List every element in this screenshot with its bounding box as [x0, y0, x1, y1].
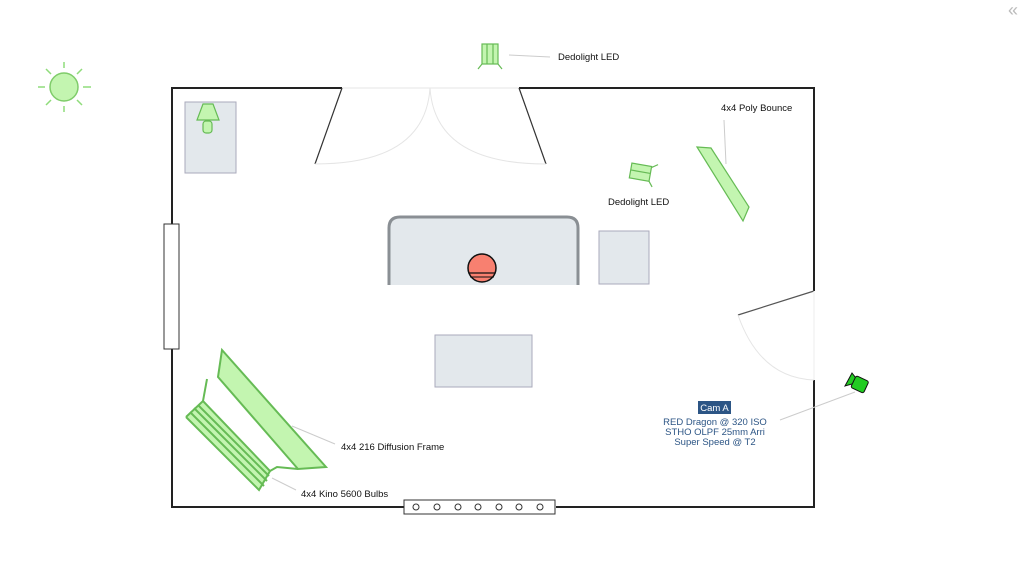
- end-table: [598, 230, 650, 285]
- window-bottom: [403, 499, 556, 515]
- camera-name: Cam A: [700, 403, 729, 414]
- kino-label: 4x4 Kino 5600 Bulbs: [301, 489, 388, 500]
- subject-icon: [467, 253, 497, 283]
- dedolight-icon: [477, 43, 503, 70]
- double-door: [314, 87, 547, 165]
- diffusion-label: 4x4 216 Diffusion Frame: [341, 442, 444, 453]
- camera-line-1: RED Dragon @ 320 ISO: [663, 417, 767, 428]
- dedolight-mid-label: Dedolight LED: [608, 197, 669, 208]
- window: [163, 223, 180, 350]
- camera-label: Cam A RED Dragon @ 320 ISO STHO OLPF 25m…: [663, 401, 767, 448]
- camera-name-badge: [698, 401, 731, 414]
- camera-line-2: STHO OLPF 25mm Arri: [665, 427, 765, 438]
- dedolight-top-label: Dedolight LED: [558, 52, 619, 63]
- camera-line-3: Super Speed @ T2: [674, 437, 755, 448]
- sun-icon: [38, 62, 91, 112]
- sofa: [388, 217, 579, 285]
- dedolight-icon: [628, 162, 659, 188]
- lamp-icon: [196, 103, 220, 134]
- coffee-table: [434, 334, 533, 388]
- collapse-panel-icon[interactable]: «: [1007, 0, 1018, 20]
- camera-icon[interactable]: [843, 372, 869, 394]
- poly-bounce-label: 4x4 Poly Bounce: [721, 103, 792, 114]
- kino-light: [185, 378, 299, 492]
- side-door: [737, 290, 815, 381]
- poly-bounce: [695, 146, 750, 223]
